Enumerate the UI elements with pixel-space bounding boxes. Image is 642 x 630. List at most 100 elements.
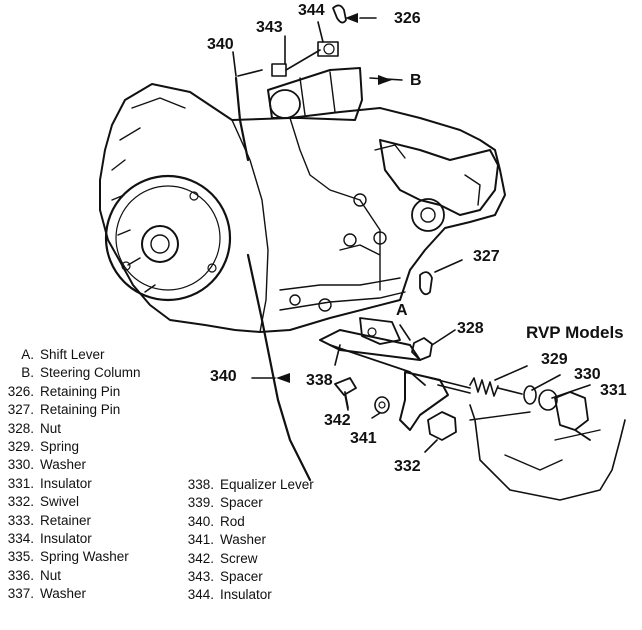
legend-key: 344. bbox=[187, 587, 214, 603]
rod-340-upper bbox=[234, 76, 250, 162]
retaining-pin-326 bbox=[332, 4, 347, 24]
legend-label: Washer bbox=[220, 532, 267, 548]
legend-label: Insulator bbox=[220, 587, 272, 603]
legend-key: 331. bbox=[7, 475, 34, 491]
legend-key: 329. bbox=[7, 439, 34, 455]
callout-341: 341 bbox=[350, 430, 377, 447]
legend-row: 330. Washer bbox=[0, 456, 141, 474]
callout-344: 344 bbox=[298, 2, 325, 19]
legend-key: 335. bbox=[7, 549, 34, 565]
insulator-331 bbox=[538, 389, 558, 411]
legend-row: 337. Washer bbox=[0, 585, 141, 603]
legend-row: 327. Retaining Pin bbox=[0, 401, 141, 419]
legend-label: Steering Column bbox=[40, 365, 141, 381]
insulator-344 bbox=[317, 41, 339, 57]
callout-327: 327 bbox=[473, 248, 500, 265]
callout-332: 332 bbox=[394, 458, 421, 475]
legend-key: 333. bbox=[7, 512, 34, 528]
legend-row: 334. Insulator bbox=[0, 530, 141, 548]
legend-key: 336. bbox=[7, 567, 34, 583]
legend-label: Spring bbox=[40, 439, 80, 455]
legend-key: 338. bbox=[187, 477, 214, 492]
torque-converter bbox=[104, 174, 232, 302]
legend-row: 339. Spacer bbox=[182, 494, 314, 512]
legend-key: 337. bbox=[7, 586, 34, 602]
callout-338: 338 bbox=[306, 372, 333, 389]
legend-label: Washer bbox=[40, 457, 87, 473]
legend-label: Nut bbox=[40, 567, 62, 583]
legend-label: Screw bbox=[220, 550, 258, 566]
legend-row: A. Shift Lever bbox=[0, 346, 141, 364]
legend-row: 332. Swivel bbox=[0, 493, 141, 511]
output-flange bbox=[411, 198, 445, 232]
spacer-343 bbox=[271, 63, 287, 77]
legend-label: Equalizer Lever bbox=[220, 477, 314, 492]
legend-row: 344. Insulator bbox=[182, 586, 314, 604]
legend-row: B. Steering Column bbox=[0, 364, 141, 382]
callout-331: 331 bbox=[600, 382, 627, 399]
legend-label: Shift Lever bbox=[40, 347, 105, 362]
legend-label: Insulator bbox=[40, 531, 92, 547]
legend-row: 343. Spacer bbox=[182, 568, 314, 586]
callout-330: 330 bbox=[574, 366, 601, 383]
extension-housing bbox=[379, 139, 499, 216]
legend-label: Insulator bbox=[40, 475, 92, 491]
rvp-models-heading: RVP Models bbox=[526, 323, 624, 342]
arrowheads bbox=[276, 13, 392, 383]
legend-label: Retainer bbox=[40, 512, 92, 528]
callout-342: 342 bbox=[324, 412, 351, 429]
callout-A: A bbox=[396, 302, 408, 319]
steering-column bbox=[267, 67, 363, 121]
shift-lever-A bbox=[359, 317, 401, 345]
legend-row: 338. Equalizer Lever bbox=[182, 476, 314, 494]
lower-lever bbox=[399, 371, 449, 431]
legend-key: 328. bbox=[7, 420, 34, 436]
legend-key: 341. bbox=[187, 532, 214, 548]
callout-329: 329 bbox=[541, 351, 568, 368]
legend-label: Nut bbox=[40, 420, 62, 436]
spring-329 bbox=[469, 377, 499, 397]
legend-label: Rod bbox=[220, 513, 245, 529]
legend-key: 339. bbox=[187, 495, 214, 511]
washer-341 bbox=[374, 396, 390, 414]
callout-326: 326 bbox=[394, 10, 421, 27]
legend-row: 336. Nut bbox=[0, 567, 141, 585]
parts-legend-right: 338. Equalizer Lever 339. Spacer 340. Rod 341.… bbox=[182, 476, 314, 605]
legend-label: Spacer bbox=[220, 495, 263, 511]
legend-row: 335. Spring Washer bbox=[0, 548, 141, 566]
legend-label: Spring Washer bbox=[40, 549, 129, 565]
transmission-case bbox=[99, 83, 506, 333]
legend-key: B. bbox=[21, 365, 34, 381]
legend-label: Retaining Pin bbox=[40, 402, 121, 418]
legend-label: Washer bbox=[40, 586, 87, 602]
legend-key: 334. bbox=[7, 531, 34, 547]
rod-340 bbox=[246, 253, 312, 482]
legend-row: 341. Washer bbox=[182, 531, 314, 549]
legend-row: 326. Retaining Pin bbox=[0, 383, 141, 401]
callout-328: 328 bbox=[457, 320, 484, 337]
retaining-pin-327 bbox=[419, 271, 433, 296]
bell-housing-ribs bbox=[111, 97, 186, 293]
legend-label: Spacer bbox=[220, 569, 263, 585]
legend-label: Retaining Pin bbox=[40, 383, 121, 399]
rvp-inset-frame bbox=[469, 404, 626, 501]
legend-key: A. bbox=[21, 347, 34, 362]
legend-row: 329. Spring bbox=[0, 438, 141, 456]
screw-342 bbox=[334, 377, 357, 409]
callout-340-top: 340 bbox=[207, 36, 234, 53]
legend-key: 340. bbox=[187, 513, 214, 529]
callout-B: B bbox=[410, 72, 422, 89]
legend-row: 333. Retainer bbox=[0, 512, 141, 530]
legend-key: 343. bbox=[187, 569, 214, 585]
legend-key: 327. bbox=[7, 402, 34, 418]
washer-330 bbox=[523, 385, 537, 405]
legend-key: 330. bbox=[7, 457, 34, 473]
legend-label: Swivel bbox=[40, 494, 80, 510]
legend-key: 326. bbox=[7, 383, 34, 399]
legend-key: 332. bbox=[7, 494, 34, 510]
legend-row: 340. Rod bbox=[182, 513, 314, 531]
callout-340-mid: 340 bbox=[210, 368, 237, 385]
legend-row: 342.Screw bbox=[182, 550, 314, 568]
